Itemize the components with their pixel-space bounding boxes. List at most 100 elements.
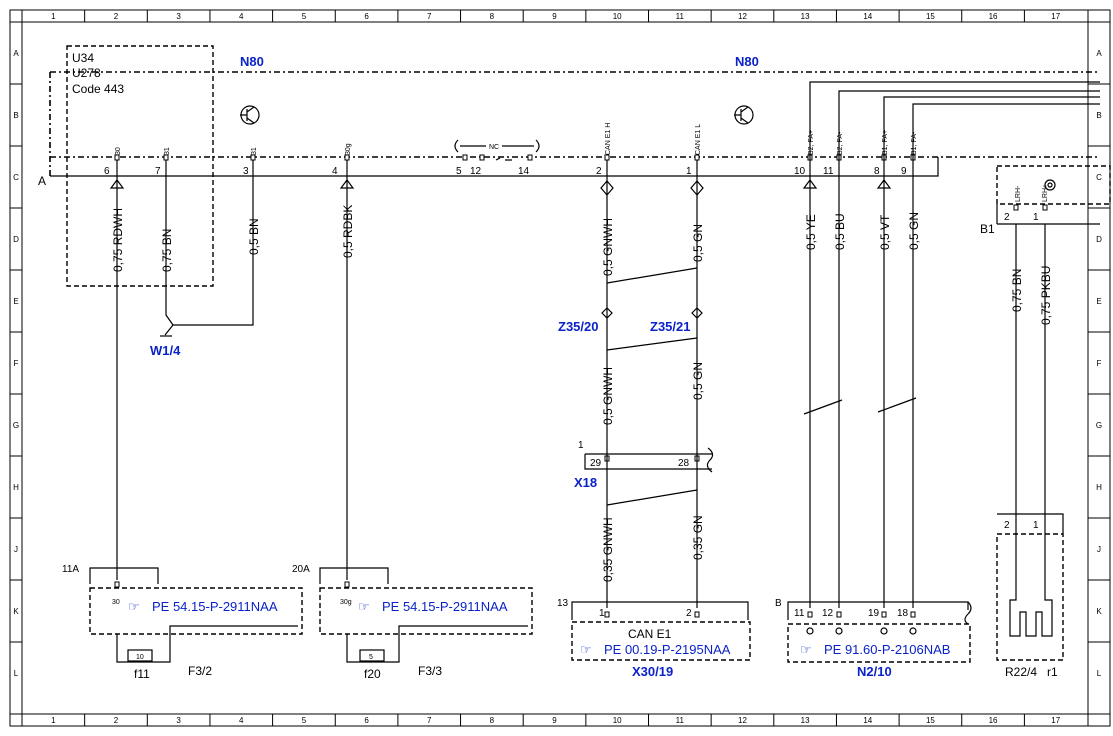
pin-number: 2 bbox=[1004, 520, 1010, 531]
pin-name: 30 bbox=[112, 599, 120, 606]
marker-11a: 11A bbox=[62, 564, 79, 575]
grid-column-label: 7 bbox=[427, 716, 432, 725]
pin-contact bbox=[1042, 204, 1048, 211]
n80-label-left[interactable]: N80 bbox=[240, 54, 264, 69]
pin-number: 1 bbox=[599, 608, 605, 619]
grid-row-label: B bbox=[1096, 111, 1101, 120]
pin-name: B2, FA- bbox=[837, 131, 844, 155]
x18-marker: 1 bbox=[578, 440, 584, 451]
pin-number: 2 bbox=[596, 166, 602, 177]
pin-number: 1 bbox=[1033, 212, 1039, 223]
transistor-icon bbox=[734, 105, 754, 125]
pin-contact bbox=[694, 611, 700, 618]
f3-3-fuse-box: 20A 30g ☞ PE 54.15-P-2911NAA 5 bbox=[292, 564, 533, 663]
grid-column-label: 2 bbox=[114, 12, 119, 21]
pin-name: 30g bbox=[340, 599, 352, 606]
pin-number: 9 bbox=[901, 166, 907, 177]
wire-label: 0,5 GN bbox=[907, 212, 921, 250]
grid-column-label: 2 bbox=[114, 716, 119, 725]
grid-column-label: 6 bbox=[364, 716, 369, 725]
x30-19-label[interactable]: X30/19 bbox=[632, 664, 673, 679]
pin-number: 12 bbox=[470, 166, 482, 177]
can-e1-title: CAN E1 bbox=[628, 627, 672, 641]
pin-number: 3 bbox=[243, 166, 249, 177]
pin-contact bbox=[1013, 204, 1019, 211]
grid-row-label: H bbox=[1096, 483, 1102, 492]
code-443-label: Code 443 bbox=[72, 82, 124, 96]
ref-link[interactable]: PE 00.19-P-2195NAA bbox=[604, 642, 731, 657]
grid-row-label: F bbox=[14, 359, 19, 368]
grid-column-label: 11 bbox=[676, 12, 685, 21]
can-wires bbox=[600, 160, 704, 608]
wire-label: 0,5 GNWH bbox=[601, 367, 615, 425]
r22-4-heater: 2 1 bbox=[996, 513, 1064, 661]
f3-2-fuse-box: 11A 30 ☞ PE 54.15-P-2911NAA 10 bbox=[62, 564, 303, 663]
pin-contact bbox=[114, 154, 120, 161]
n80-pins: 6 7 3 4 5 12 14 2 1 10 11 8 9 30 31 31 3… bbox=[104, 123, 918, 177]
diagram-frame bbox=[9, 9, 1111, 727]
ref-link[interactable]: PE 54.15-P-2911NAA bbox=[382, 599, 508, 614]
fuse-number: 5 bbox=[369, 654, 373, 661]
pin-number: 14 bbox=[518, 166, 530, 177]
grid-column-label: 13 bbox=[801, 716, 810, 725]
ref-link[interactable]: PE 54.15-P-2911NAA bbox=[152, 599, 278, 614]
x18-label[interactable]: X18 bbox=[574, 475, 597, 490]
pin-number: 12 bbox=[822, 608, 834, 619]
wire-label: 0,5 GNWH bbox=[601, 218, 615, 276]
f3-2-label: F3/2 bbox=[188, 664, 212, 678]
grid-row-label: L bbox=[14, 669, 19, 678]
wire-label: 0,5 RDBK bbox=[341, 205, 355, 258]
grid-column-label: 16 bbox=[989, 12, 998, 21]
pin-contact bbox=[479, 154, 485, 161]
pin-contact bbox=[694, 154, 700, 161]
pin-name: B1, FA- bbox=[911, 131, 918, 155]
pin-contact bbox=[114, 581, 120, 588]
u34-box bbox=[66, 45, 214, 287]
wire-label: 0,5 BU bbox=[833, 213, 847, 250]
grid-column-label: 14 bbox=[863, 12, 872, 21]
wire-label: 0,5 GN bbox=[691, 224, 705, 262]
grid-column-label: 17 bbox=[1051, 716, 1060, 725]
n2-10-label[interactable]: N2/10 bbox=[857, 664, 892, 679]
pin-name: CAN E1 H bbox=[605, 123, 612, 155]
grid-row-label: J bbox=[14, 545, 18, 554]
wire-label: 0,5 BN bbox=[247, 218, 261, 255]
pin-contact bbox=[344, 581, 350, 588]
heater-element-icon bbox=[1009, 530, 1053, 637]
ground-w1-4-label[interactable]: W1/4 bbox=[150, 343, 181, 358]
u34-label: U34 bbox=[72, 51, 94, 65]
wire-label: 0,35 GNWH bbox=[601, 517, 615, 582]
grid-row-label: G bbox=[13, 421, 19, 430]
pin-contact bbox=[604, 154, 610, 161]
fuse-f11-label: f11 bbox=[134, 667, 150, 681]
x18-connector: 1 29 28 bbox=[578, 440, 714, 473]
grid-column-label: 5 bbox=[302, 12, 307, 21]
grid-column-label: 14 bbox=[863, 716, 872, 725]
grid-row-label: J bbox=[1097, 545, 1101, 554]
pin-number: 18 bbox=[897, 608, 909, 619]
ref-link[interactable]: PE 91.60-P-2106NAB bbox=[824, 642, 950, 657]
pin-contact bbox=[527, 154, 533, 161]
n80-label-right[interactable]: N80 bbox=[735, 54, 759, 69]
grid-column-label: 17 bbox=[1051, 12, 1060, 21]
pin-contact bbox=[881, 611, 887, 618]
pin-number: 2 bbox=[686, 608, 692, 619]
pin-number: 5 bbox=[456, 166, 462, 177]
b1-component: 2 1 LRH- LRH+ bbox=[996, 165, 1111, 530]
splice-z35-20[interactable]: Z35/20 bbox=[558, 319, 598, 334]
pin-name: CAN E1 L bbox=[695, 124, 702, 155]
grid-column-label: 3 bbox=[176, 716, 181, 725]
wire-label: 0,75 PKBU bbox=[1039, 266, 1053, 325]
grid-row-label: B bbox=[13, 111, 18, 120]
grid-row-label: E bbox=[13, 297, 18, 306]
grid-column-label: 1 bbox=[51, 12, 56, 21]
pin-number: 11 bbox=[794, 608, 805, 619]
wire-label: 0,75 BN bbox=[1010, 269, 1024, 312]
grid-row-label: H bbox=[13, 483, 19, 492]
splice-z35-21[interactable]: Z35/21 bbox=[650, 319, 690, 334]
ref-icon: ☞ bbox=[358, 599, 370, 614]
pin-name: LRH+ bbox=[1042, 184, 1049, 202]
r1-label: r1 bbox=[1047, 665, 1058, 679]
r22-4-label: R22/4 bbox=[1005, 665, 1037, 679]
